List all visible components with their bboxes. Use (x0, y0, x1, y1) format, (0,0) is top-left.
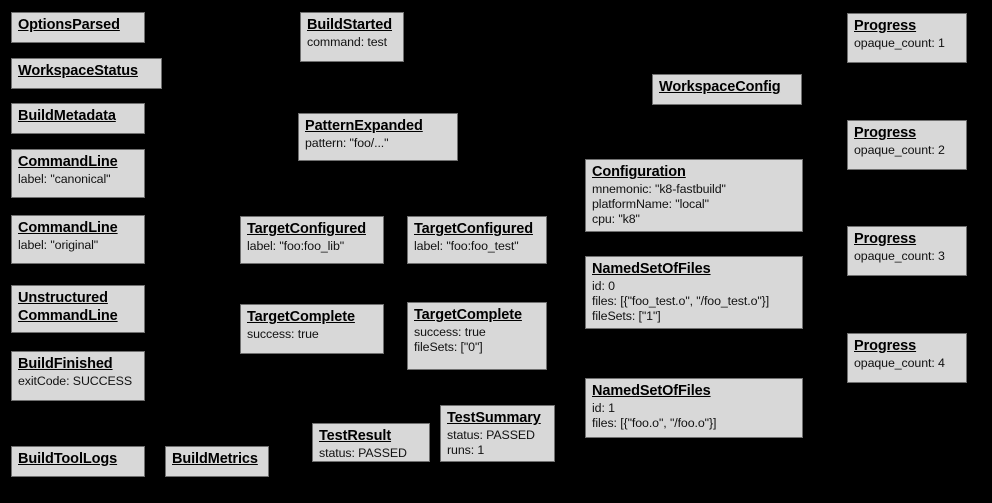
node-field: success: true (247, 326, 319, 341)
node-field: label: "original" (18, 237, 99, 252)
node-field: platformName: "local" (592, 196, 709, 211)
node-field: label: "foo:foo_lib" (247, 238, 345, 253)
node-unstructured-command-line[interactable]: Unstructured CommandLine (11, 285, 145, 333)
node-title: Unstructured CommandLine (18, 290, 118, 324)
node-title: BuildStarted (307, 17, 393, 33)
node-field: success: true (414, 324, 486, 339)
node-title: NamedSetOfFiles (592, 383, 711, 399)
node-title: Progress (854, 338, 917, 354)
node-field: label: "foo:foo_test" (414, 238, 519, 253)
node-fields: label: "original" (18, 238, 138, 253)
node-title: PatternExpanded (305, 118, 423, 134)
node-build-tool-logs[interactable]: BuildToolLogs (11, 446, 145, 477)
node-field: files: [{"foo_test.o", "/foo_test.o"}] (592, 293, 770, 308)
node-field: id: 1 (592, 400, 615, 415)
node-title: TargetComplete (414, 307, 522, 323)
node-field: status: PASSED (447, 427, 535, 442)
node-field: fileSets: ["1"] (592, 308, 661, 323)
node-fields: pattern: "foo/..." (305, 136, 451, 151)
node-title: TestSummary (447, 410, 541, 426)
node-title: Configuration (592, 164, 686, 180)
node-build-metadata[interactable]: BuildMetadata (11, 103, 145, 134)
node-title: TargetConfigured (414, 221, 533, 237)
node-fields: command: test (307, 35, 397, 50)
node-title: Progress (854, 231, 917, 247)
node-title: CommandLine (18, 220, 118, 236)
node-fields: success: true (247, 327, 377, 342)
node-title: BuildMetrics (172, 451, 258, 467)
node-field: fileSets: ["0"] (414, 339, 483, 354)
node-title: Progress (854, 18, 917, 34)
node-fields: opaque_count: 3 (854, 249, 960, 264)
node-field: cpu: "k8" (592, 211, 640, 226)
node-title: OptionsParsed (18, 17, 120, 33)
node-title: CommandLine (18, 154, 118, 170)
node-field: opaque_count: 2 (854, 142, 945, 157)
node-fields: label: "foo:foo_test" (414, 239, 540, 254)
node-title: TargetConfigured (247, 221, 366, 237)
node-field: id: 0 (592, 278, 615, 293)
node-title: WorkspaceConfig (659, 79, 781, 95)
node-field: label: "canonical" (18, 171, 111, 186)
node-fields: label: "foo:foo_lib" (247, 239, 377, 254)
node-field: status: PASSED (319, 445, 407, 460)
node-field: opaque_count: 1 (854, 35, 945, 50)
node-field: exitCode: SUCCESS (18, 373, 132, 388)
node-fields: opaque_count: 2 (854, 143, 960, 158)
node-options-parsed[interactable]: OptionsParsed (11, 12, 145, 43)
node-title: NamedSetOfFiles (592, 261, 711, 277)
node-field: opaque_count: 3 (854, 248, 945, 263)
node-title: TestResult (319, 428, 392, 444)
node-workspace-config[interactable]: WorkspaceConfig (652, 74, 802, 105)
node-title: Progress (854, 125, 917, 141)
node-fields: opaque_count: 1 (854, 36, 960, 51)
node-fields: opaque_count: 4 (854, 356, 960, 371)
node-fields: label: "canonical" (18, 172, 138, 187)
node-field: command: test (307, 34, 387, 49)
node-title: WorkspaceStatus (18, 63, 138, 79)
node-fields: exitCode: SUCCESS (18, 374, 138, 389)
node-field: files: [{"foo.o", "/foo.o"}] (592, 415, 717, 430)
node-fields: status: PASSED (319, 446, 423, 461)
node-field: pattern: "foo/..." (305, 135, 389, 150)
node-title: TargetComplete (247, 309, 355, 325)
node-field: opaque_count: 4 (854, 355, 945, 370)
node-title: BuildFinished (18, 356, 113, 372)
node-field: runs: 1 (447, 442, 485, 457)
node-build-metrics[interactable]: BuildMetrics (165, 446, 269, 477)
node-title: BuildToolLogs (18, 451, 118, 467)
node-workspace-status[interactable]: WorkspaceStatus (11, 58, 162, 89)
node-fields: mnemonic: "k8-fastbuild"platformName: "l… (592, 182, 796, 227)
node-field: mnemonic: "k8-fastbuild" (592, 181, 726, 196)
node-title: BuildMetadata (18, 108, 116, 124)
